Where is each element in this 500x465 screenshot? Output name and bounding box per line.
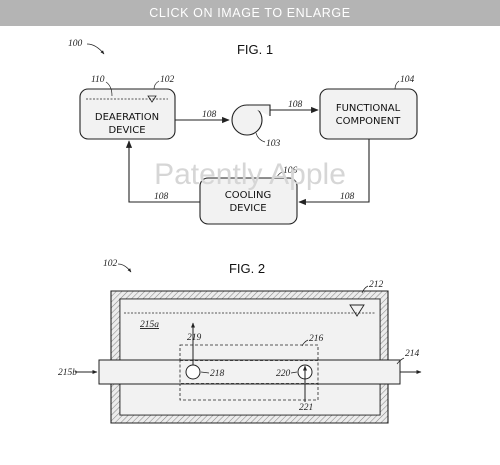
deaeration-line1: DEAERATION [95, 112, 159, 123]
flow-functional-to-cooling [298, 139, 370, 206]
fig2-ref-arrow [117, 263, 132, 273]
enlarge-banner[interactable]: CLICK ON IMAGE TO ENLARGE [0, 0, 500, 26]
flow-cooling-to-deaeration [125, 140, 200, 203]
cooling-line1: COOLING [225, 190, 271, 201]
pump-icon [231, 104, 271, 136]
functional-ref-label: 104 [400, 75, 415, 85]
liquid-level-icon [349, 304, 365, 317]
cooling-line2: DEVICE [229, 203, 266, 214]
pump-ref-label: 103 [266, 139, 281, 149]
sensor-left-icon [185, 364, 201, 380]
pump-ref-leader [255, 132, 266, 143]
deaeration-housing-interior [119, 298, 381, 416]
level-ref-leader [105, 81, 113, 97]
flow-label-1: 108 [202, 110, 217, 120]
region-ref-label: 216 [309, 334, 324, 344]
fig2-ref-label: 102 [103, 259, 118, 269]
arrow-in-label: 221 [299, 403, 313, 413]
level-ref-label: 110 [91, 75, 105, 85]
functional-ref-leader [394, 80, 400, 90]
pipe-inlet-label: 215b [58, 368, 77, 378]
flow-pipe [98, 359, 401, 385]
flow-label-4: 108 [154, 192, 169, 202]
deaeration-ref-label: 102 [160, 75, 175, 85]
watermark: Patently Apple [154, 158, 346, 191]
enlarge-banner-text: CLICK ON IMAGE TO ENLARGE [149, 6, 351, 20]
sensor-right-label: 220 [276, 369, 291, 379]
liquid-label: 215a [140, 320, 159, 330]
deaeration-ref-leader [153, 80, 160, 90]
cooling-ref-label: 106 [283, 166, 298, 176]
figure-2: FIG. 2 102 215a 215b 214 212 216 219 218 [58, 259, 422, 424]
flow-label-2: 108 [288, 100, 303, 110]
flow-label-3: 108 [340, 192, 355, 202]
liquid-level-icon [147, 95, 157, 103]
functional-component-box: FUNCTIONAL COMPONENT [319, 88, 418, 140]
fig1-ref-label: 100 [68, 39, 83, 49]
pipe-outlet-label: 214 [405, 349, 420, 359]
functional-line1: FUNCTIONAL [336, 103, 401, 114]
arrow-up-label: 219 [187, 333, 202, 343]
fig1-ref-arrow [86, 43, 105, 55]
patent-figure[interactable]: FIG. 1 100 DEAERATION DEVICE 110 102 103… [0, 26, 500, 465]
fig2-title: FIG. 2 [229, 261, 265, 276]
sensor-left-label: 218 [210, 369, 225, 379]
cooling-ref-leader [276, 171, 283, 179]
fig1-title: FIG. 1 [237, 42, 273, 57]
cooling-device-box: COOLING DEVICE [199, 177, 298, 225]
deaeration-device-box: DEAERATION DEVICE [79, 88, 176, 140]
deaeration-line2: DEVICE [108, 125, 145, 136]
housing-ref-label: 212 [369, 280, 384, 290]
figure-1: FIG. 1 100 DEAERATION DEVICE 110 102 103… [68, 39, 418, 225]
functional-line2: COMPONENT [336, 116, 402, 127]
